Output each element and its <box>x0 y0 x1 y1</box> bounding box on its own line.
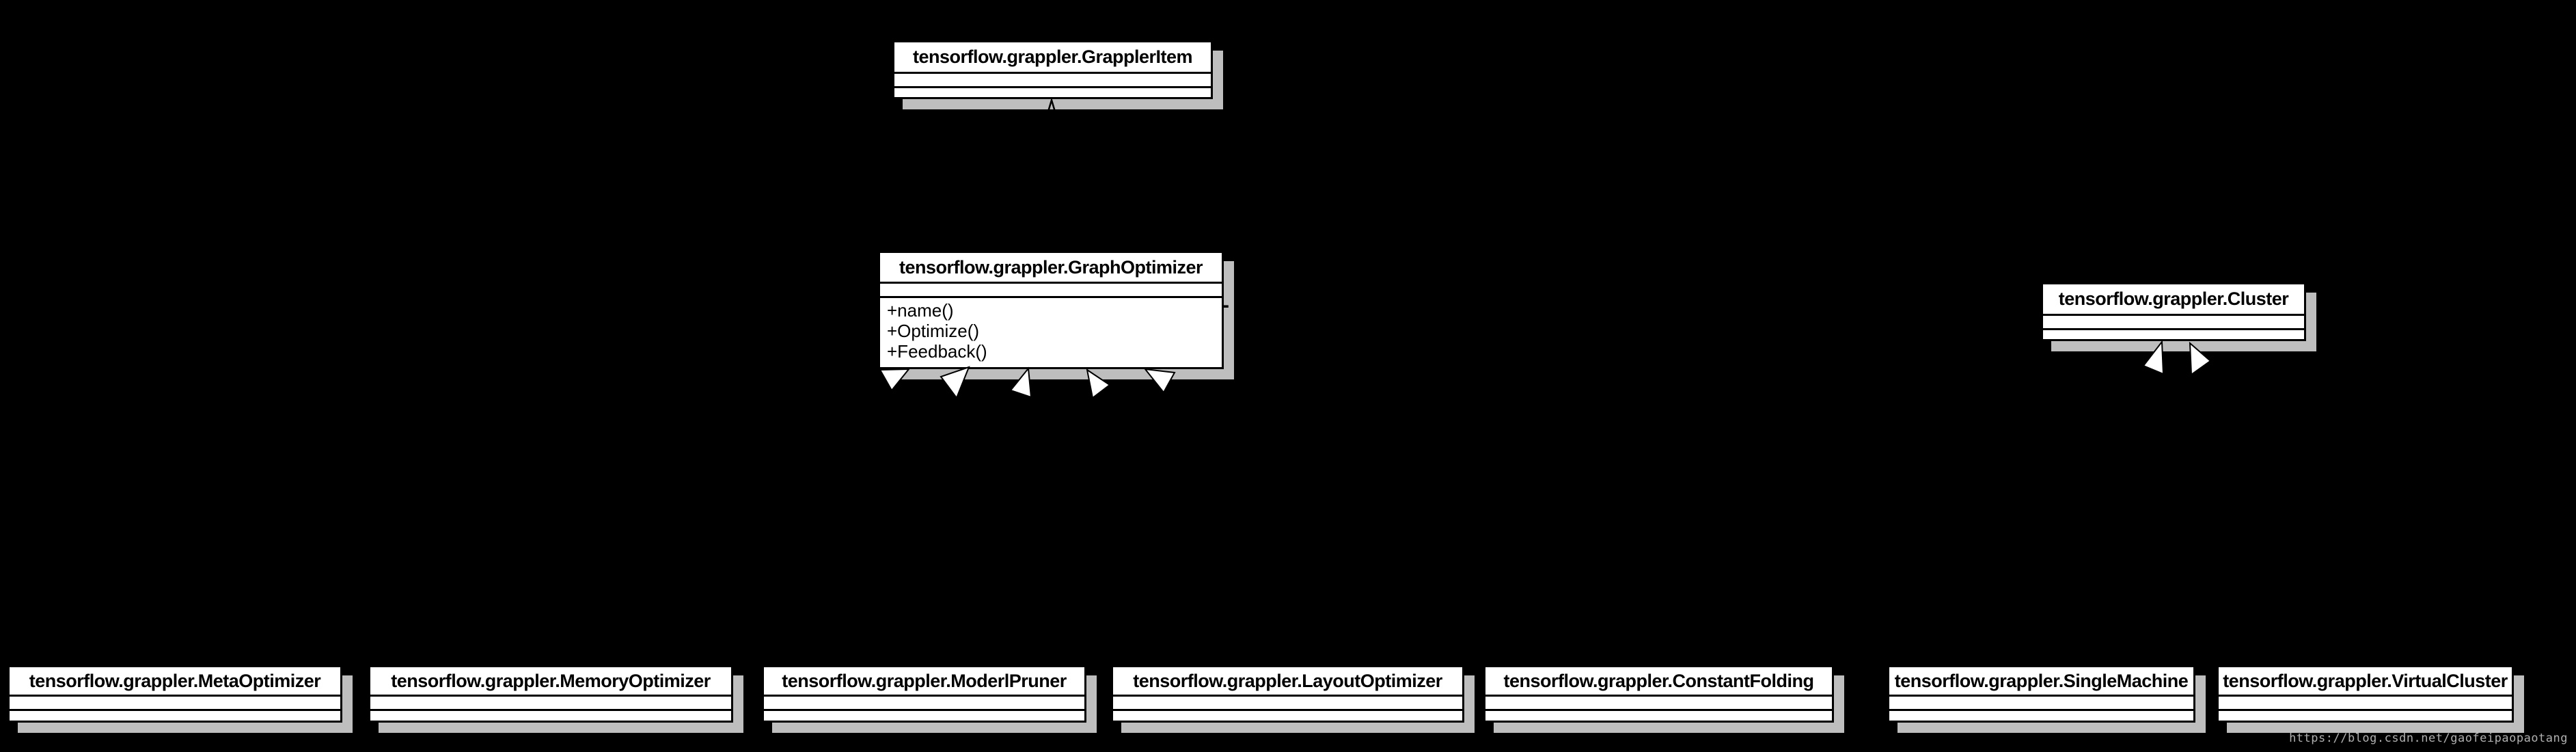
class-title: tensorflow.grappler.ConstantFolding <box>1485 667 1832 697</box>
class-methods-compartment <box>1889 711 2193 721</box>
class-box-single-machine: tensorflow.grappler.SingleMachine <box>1887 665 2195 723</box>
inheritance-arrowhead-meta-optimizer <box>879 368 911 392</box>
class-title: tensorflow.grappler.LayoutOptimizer <box>1113 667 1462 697</box>
class-attributes-compartment <box>764 697 1084 711</box>
class-attributes-compartment <box>370 697 731 711</box>
open-arrowhead-grappler-item <box>1047 97 1056 111</box>
class-methods-compartment <box>370 711 731 721</box>
class-attributes-compartment <box>10 697 340 711</box>
class-attributes-compartment <box>880 284 1222 298</box>
class-attributes-compartment <box>894 74 1211 88</box>
class-box-constant-folding: tensorflow.grappler.ConstantFolding <box>1483 665 1834 723</box>
class-attributes-compartment <box>2043 316 2304 330</box>
inheritance-arrowhead-constant-folding <box>1143 368 1176 394</box>
inheritance-arrowhead-single-machine <box>2142 340 2165 375</box>
class-title: tensorflow.grappler.MemoryOptimizer <box>370 667 731 697</box>
class-box-layout-optimizer: tensorflow.grappler.LayoutOptimizer <box>1111 665 1464 723</box>
class-box-virtual-cluster: tensorflow.grappler.VirtualCluster <box>2217 665 2514 723</box>
class-attributes-compartment <box>1889 697 2193 711</box>
method-optimize: +Optimize() <box>887 321 980 341</box>
inheritance-arrowhead-layout-optimizer <box>1086 368 1111 399</box>
inheritance-arrowhead-memory-optimizer <box>940 366 970 400</box>
class-box-graph-optimizer: tensorflow.grappler.GraphOptimizer +name… <box>878 251 1224 369</box>
class-box-cluster: tensorflow.grappler.Cluster <box>2041 282 2306 341</box>
class-methods-compartment: +name() +Optimize() +Feedback() <box>880 298 1222 367</box>
inheritance-arrowhead-virtual-cluster <box>2189 341 2212 376</box>
class-box-meta-optimizer: tensorflow.grappler.MetaOptimizer <box>8 665 342 723</box>
class-title: tensorflow.grappler.ModerlPruner <box>764 667 1084 697</box>
method-feedback: +Feedback() <box>887 341 987 362</box>
watermark-url: https://blog.csdn.net/gaofeipaopaotang <box>2289 731 2568 745</box>
class-methods-compartment <box>1113 711 1462 721</box>
class-title: tensorflow.grappler.Cluster <box>2043 284 2304 316</box>
class-methods-compartment <box>2043 330 2304 339</box>
class-attributes-compartment <box>2219 697 2512 711</box>
class-box-memory-optimizer: tensorflow.grappler.MemoryOptimizer <box>368 665 733 723</box>
inheritance-arrowhead-model-pruner <box>1009 366 1032 399</box>
class-title: tensorflow.grappler.VirtualCluster <box>2219 667 2512 697</box>
class-methods-compartment <box>894 88 1211 97</box>
class-box-model-pruner: tensorflow.grappler.ModerlPruner <box>762 665 1086 723</box>
class-methods-compartment <box>10 711 340 721</box>
class-methods-compartment <box>1485 711 1832 721</box>
class-title: tensorflow.grappler.MetaOptimizer <box>10 667 340 697</box>
class-title: tensorflow.grappler.GrapplerItem <box>894 42 1211 74</box>
method-name: +name() <box>887 300 954 321</box>
class-attributes-compartment <box>1485 697 1832 711</box>
class-title: tensorflow.grappler.SingleMachine <box>1889 667 2193 697</box>
class-methods-compartment <box>764 711 1084 721</box>
class-title: tensorflow.grappler.GraphOptimizer <box>880 253 1222 284</box>
class-attributes-compartment <box>1113 697 1462 711</box>
association-minus-label: - <box>1222 294 1229 317</box>
class-box-grappler-item: tensorflow.grappler.GrapplerItem <box>892 40 1213 99</box>
class-methods-compartment <box>2219 711 2512 721</box>
